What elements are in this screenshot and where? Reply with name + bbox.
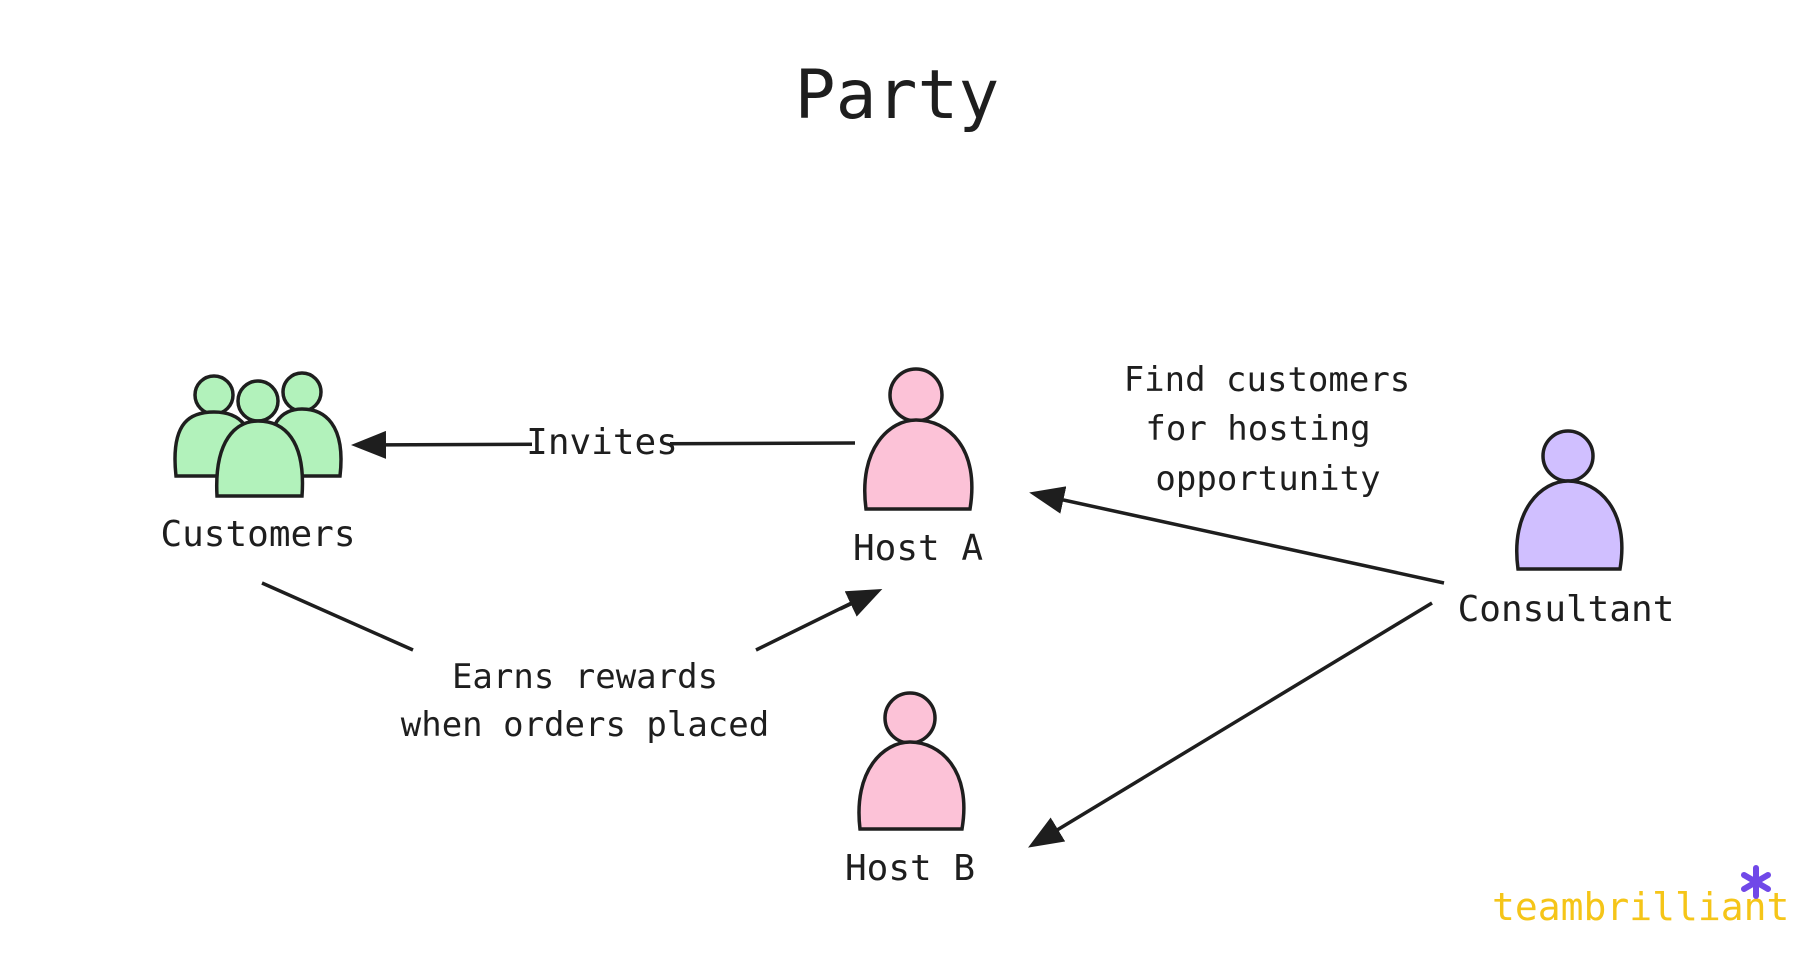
host-b-node: Host B xyxy=(845,691,975,889)
arrow-find-customers xyxy=(1029,486,1445,585)
consultant-node: Consultant xyxy=(1458,429,1675,630)
edge-find-customers: Find customers for hosting opportunity xyxy=(1029,360,1445,585)
find-label-line2: for hosting xyxy=(1145,409,1370,449)
rewards-label-line1: Earns rewards xyxy=(452,657,718,697)
arrow-rewards-head xyxy=(839,589,883,617)
edge-to-host-b xyxy=(1028,601,1433,848)
edge-rewards: Earns rewards when orders placed xyxy=(261,581,883,745)
customers-node: Customers xyxy=(160,371,356,555)
people-group-icon xyxy=(173,371,343,498)
invites-label-bg xyxy=(532,420,670,466)
host-b-label: Host B xyxy=(845,848,975,889)
find-label-line3: opportunity xyxy=(1155,459,1380,499)
person-icon xyxy=(1515,429,1624,571)
asterisk-icon xyxy=(1741,865,1771,899)
edge-invites: Invites xyxy=(351,420,856,466)
find-label-line1: Find customers xyxy=(1124,360,1411,400)
invites-label: Invites xyxy=(526,422,678,463)
customers-label: Customers xyxy=(160,514,355,555)
person-icon xyxy=(863,367,974,511)
rewards-label-line2: when orders placed xyxy=(401,705,769,745)
arrow-rewards xyxy=(261,581,875,652)
host-a-node: Host A xyxy=(853,367,983,569)
arrow-to-host-b xyxy=(1028,601,1433,848)
host-a-label: Host A xyxy=(853,528,983,569)
consultant-label: Consultant xyxy=(1458,589,1675,630)
brand-wordmark: teambrilliant xyxy=(1492,885,1789,929)
person-icon xyxy=(857,691,966,831)
diagram-title: Party xyxy=(795,56,1000,135)
brand-logo: teambrilliant xyxy=(1492,865,1789,929)
